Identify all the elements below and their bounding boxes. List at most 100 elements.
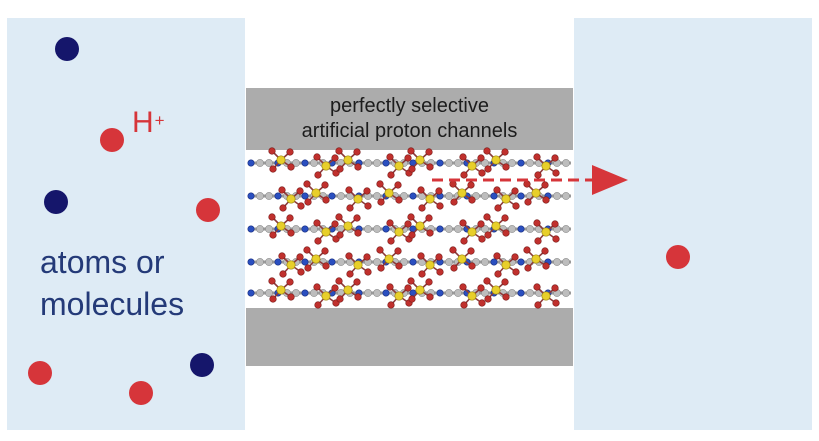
oxygen-atom (268, 277, 276, 285)
left-label-line-2: molecules (40, 286, 185, 322)
carbon-atom (373, 225, 381, 233)
sulfur-atom (321, 291, 331, 301)
oxygen-atom (377, 264, 385, 272)
oxygen-atom (386, 283, 394, 291)
oxygen-atom (435, 187, 443, 195)
carbon-atom (292, 289, 300, 297)
oxygen-atom (502, 293, 510, 301)
carbon-atom (265, 225, 273, 233)
sulfur-atom (353, 194, 363, 204)
nitrogen-atom (328, 192, 336, 200)
oxygen-atom (552, 235, 560, 243)
oxygen-atom (321, 247, 329, 255)
oxygen-atom (364, 202, 372, 210)
carbon-atom (373, 192, 381, 200)
carbon-atom (526, 225, 534, 233)
carbon-atom (364, 159, 372, 167)
oxygen-atom (335, 213, 343, 221)
oxygen-atom (354, 229, 362, 237)
proton-label: H+ (132, 106, 165, 140)
oxygen-atom (542, 262, 550, 270)
carbon-atom (256, 289, 264, 297)
proton-symbol: H (132, 106, 154, 139)
nitrogen-atom (247, 159, 255, 167)
atom-dot (55, 37, 79, 61)
carbon-atom (481, 225, 489, 233)
oxygen-atom (269, 231, 277, 239)
proton-charge: + (154, 111, 165, 130)
carbon-atom (445, 159, 453, 167)
sulfur-atom (321, 227, 331, 237)
carbon-atom (481, 289, 489, 297)
oxygen-atom (418, 204, 426, 212)
oxygen-atom (512, 268, 520, 276)
left-label-line-1: atoms or (40, 244, 165, 280)
oxygen-atom (417, 252, 425, 260)
sulfur-atom (467, 161, 477, 171)
oxygen-atom (387, 301, 395, 309)
oxygen-atom (322, 196, 330, 204)
carbon-atom (562, 225, 570, 233)
oxygen-atom (304, 198, 312, 206)
oxygen-atom (494, 270, 502, 278)
oxygen-atom (484, 231, 492, 239)
oxygen-atom (386, 153, 394, 161)
oxygen-atom (407, 277, 415, 285)
carbon-atom (508, 159, 516, 167)
sulfur-atom (415, 155, 425, 165)
carbon-atom (292, 225, 300, 233)
nitrogen-atom (517, 192, 525, 200)
oxygen-atom (377, 198, 385, 206)
oxygen-atom (459, 219, 467, 227)
carbon-atom (400, 192, 408, 200)
sulfur-atom (415, 221, 425, 231)
oxygen-atom (376, 180, 384, 188)
oxygen-atom (467, 181, 475, 189)
oxygen-atom (511, 253, 519, 261)
oxygen-atom (552, 299, 560, 307)
sulfur-atom (276, 285, 286, 295)
carbon-atom (445, 258, 453, 266)
oxygen-atom (363, 253, 371, 261)
oxygen-atom (524, 264, 532, 272)
sulfur-atom (425, 194, 435, 204)
oxygen-atom (304, 264, 312, 272)
carbon-atom (454, 159, 462, 167)
oxygen-atom (533, 283, 541, 291)
carbon-atom (526, 289, 534, 297)
oxygen-atom (502, 163, 510, 171)
carbon-atom (400, 258, 408, 266)
sulfur-atom (321, 161, 331, 171)
oxygen-atom (404, 284, 412, 292)
oxygen-atom (551, 284, 559, 292)
nitrogen-atom (247, 258, 255, 266)
sulfur-atom (491, 221, 501, 231)
nitrogen-atom (301, 159, 309, 167)
oxygen-atom (278, 186, 286, 194)
nitrogen-atom (301, 289, 309, 297)
oxygen-atom (459, 153, 467, 161)
sulfur-atom (286, 194, 296, 204)
membrane-top-layer (246, 88, 573, 150)
nitrogen-atom (436, 159, 444, 167)
carbon-atom (265, 159, 273, 167)
carbon-atom (553, 192, 561, 200)
oxygen-atom (345, 186, 353, 194)
nitrogen-atom (490, 258, 498, 266)
sulfur-atom (457, 254, 467, 264)
oxygen-atom (449, 246, 457, 254)
oxygen-atom (268, 147, 276, 155)
nitrogen-atom (517, 225, 525, 233)
oxygen-atom (314, 301, 322, 309)
sulfur-atom (311, 188, 321, 198)
oxygen-atom (459, 283, 467, 291)
oxygen-atom (404, 220, 412, 228)
sulfur-atom (311, 254, 321, 264)
sulfur-atom (276, 221, 286, 231)
nitrogen-atom (247, 289, 255, 297)
nitrogen-atom (301, 258, 309, 266)
carbon-atom (364, 225, 372, 233)
oxygen-atom (286, 278, 294, 286)
oxygen-atom (331, 220, 339, 228)
